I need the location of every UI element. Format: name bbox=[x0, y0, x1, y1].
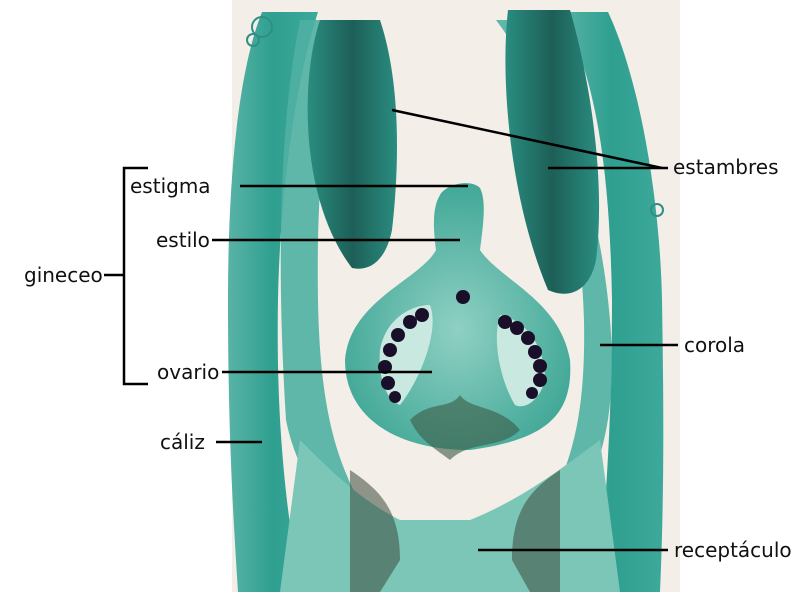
label-receptaculo: receptáculo bbox=[674, 540, 792, 560]
label-ovario: ovario bbox=[157, 362, 219, 382]
label-estigma: estigma bbox=[130, 176, 211, 196]
label-gineceo: gineceo bbox=[24, 265, 103, 285]
label-caliz: cáliz bbox=[160, 432, 205, 452]
label-estambres: estambres bbox=[673, 157, 779, 177]
gineceo-bracket bbox=[124, 168, 148, 384]
label-corola: corola bbox=[684, 335, 745, 355]
label-estilo: estilo bbox=[156, 230, 210, 250]
